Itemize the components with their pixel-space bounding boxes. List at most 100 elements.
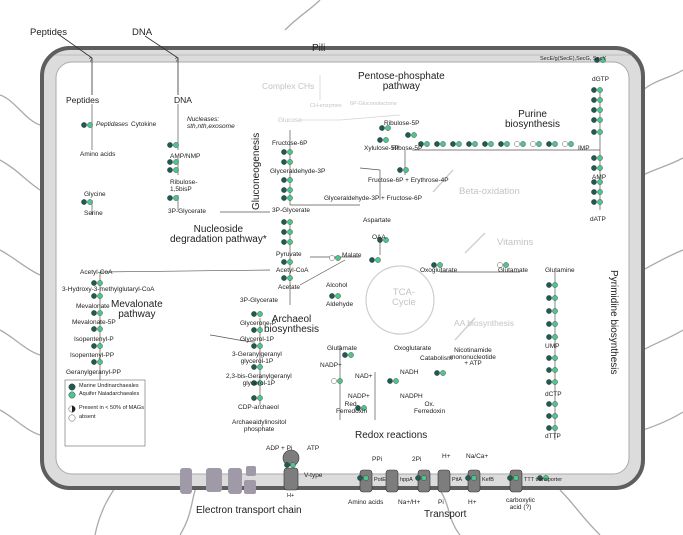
nicotinamide-label: Nicotinamide mononucleotide + ATP xyxy=(450,347,496,367)
g3p-f6p-label: Glyceraldehyde-3P + Fructose-6P xyxy=(324,195,422,202)
f6p-e4p-label: Fructose-6P + Erythrose-4P xyxy=(368,177,449,184)
nad-label-1: NAD+ xyxy=(355,373,373,380)
redox-title: Redox reactions xyxy=(355,430,428,441)
nadph-label: NADPH xyxy=(400,393,423,400)
dttp-label: dTTP xyxy=(545,433,561,440)
peptides-in-label: Peptides xyxy=(66,95,100,105)
malate-label: Malate xyxy=(342,252,362,259)
pita-transporter[interactable]: PitA xyxy=(452,477,463,483)
pi-label: Pi xyxy=(438,499,444,506)
pyrimidine-pathway-title: Pyrimidine biosynthesis xyxy=(608,270,619,375)
oxidized-ferredoxin-label: Ox. Ferredoxin xyxy=(414,401,446,415)
nadp-label-2: NADP+ xyxy=(348,393,370,400)
external-dna: DNA xyxy=(132,27,153,38)
mevalonate-5p-label: Mevalonate-5P xyxy=(72,319,116,326)
legend-present: Present in < 50% of MAGs xyxy=(79,405,144,411)
cdp-archaeol-label: CDP-archaeol xyxy=(238,404,279,411)
glycine-label: Glycine xyxy=(84,191,106,198)
reduced-ferredoxin-label: Red. Ferredoxin xyxy=(336,401,368,415)
transporters xyxy=(359,469,523,493)
unknown-transport-2: ? xyxy=(175,57,179,64)
transport-title: Transport xyxy=(424,509,467,520)
amino-acids-transport-label: Amino acids xyxy=(348,499,384,506)
dctp-label: dCTP xyxy=(545,391,562,398)
etc-complexes xyxy=(180,466,256,494)
amino-acids-label: Amino acids xyxy=(80,151,116,158)
glucose-label: Glucose xyxy=(278,117,302,124)
etc-title: Electron transport chain xyxy=(196,505,302,516)
isopentenyl-pp-label: Isopentenyl-PP xyxy=(70,352,115,359)
amp-nmp-label: AMP/NMP xyxy=(170,153,201,160)
hppa-transporter[interactable]: hppA xyxy=(400,477,413,483)
h-plus-label-1: H+ xyxy=(287,493,295,499)
pili-label: Pili xyxy=(312,43,326,54)
dgtp-label: dGTP xyxy=(592,76,609,83)
mevalonate-pathway-title: Mevalonate pathway xyxy=(111,299,163,320)
atp-label: ATP xyxy=(307,445,320,452)
glutamate-label-1: Glutamate xyxy=(498,267,528,274)
external-peptides: Peptides xyxy=(30,27,67,38)
archaeol-pathway-title: Archaeol biosynthesis xyxy=(264,314,320,335)
complex-ch-label: Complex CHs xyxy=(262,81,315,91)
acetate-label: Acetate xyxy=(278,284,301,291)
alcohol-label: Alcohol xyxy=(326,282,348,289)
aldehyde-label: Aldehyde xyxy=(326,301,354,308)
pote-transporter[interactable]: PotE xyxy=(374,477,386,483)
serine-label: Serine xyxy=(84,210,103,217)
gluconolactone-label: 6P-Gluconolactone xyxy=(350,101,397,107)
acetyl-coa-label: Acetyl-CoA xyxy=(276,267,309,274)
3p-glycerate-label-1: 3P-Glycerate xyxy=(168,208,206,215)
legend-absent: absent xyxy=(79,414,96,420)
carboxylic-acid-label: carboxylic acid (?) xyxy=(506,497,535,511)
glyceraldehyde-3p-label: Glyceraldehyde-3P xyxy=(270,168,326,175)
xylulose-5p-label: Xylulose-5P xyxy=(364,145,399,152)
unknown-transport-1: ? xyxy=(89,57,93,64)
fructose-6p-label: Fructose-6P xyxy=(272,140,308,147)
datp-label: dATP xyxy=(590,216,606,223)
archaeidylinositol-label: Archaeaidylinositol phosphate xyxy=(232,419,287,433)
na-h-label: Na+/H+ xyxy=(398,499,421,506)
mevalonate-label: Mevalonate xyxy=(76,303,110,310)
legend-box xyxy=(64,379,146,447)
2pi-label: 2Pi xyxy=(412,456,422,463)
oxoglutarate-label-1: Oxoglutarate xyxy=(420,267,458,274)
h-plus-label-3: H+ xyxy=(468,499,477,506)
catabolism-label: Catabolism xyxy=(420,355,453,362)
3p-glycerate-label-3: 3P-Glycerate xyxy=(240,297,278,304)
ribulose-5p-label: Ribulose-5P xyxy=(384,120,420,127)
vitamins-label: Vitamins xyxy=(497,237,534,248)
beta-oxidation-label: Beta-oxidation xyxy=(459,186,520,197)
glycerone-p-label: Glycerone-P xyxy=(240,320,277,327)
peptidases-label: Peptidases xyxy=(96,121,129,128)
gene-presence-dots xyxy=(81,57,606,481)
imp-label: IMP xyxy=(578,145,590,152)
glutamine-label: Glutamine xyxy=(545,267,575,274)
kefb-transporter[interactable]: KefB xyxy=(482,477,494,483)
oaa-label: OAA xyxy=(372,234,386,241)
cytoplasm xyxy=(55,61,630,475)
oxoglutarate-label-2: Oxoglutarate xyxy=(394,345,432,352)
ttt-transporter[interactable]: TTT transporter xyxy=(524,477,563,483)
legend-marine: Marine Undinarchaeales xyxy=(79,383,139,389)
cytokine-label: Cytokine xyxy=(131,121,157,128)
dgg1p-label: 2,3-bis-Geranylgeranyl glycerol-1P xyxy=(226,373,292,387)
secretion-system-label: SecE/g(SecE),SecG, SecY xyxy=(540,56,607,62)
isopentenyl-p-label: Isopentenyl-P xyxy=(74,336,114,343)
ggg1p-label: 3-Geranylgeranyl glycerol-1P xyxy=(232,351,282,365)
glutamate-label-2: Glutamate xyxy=(327,345,357,352)
h-plus-label-2: H+ xyxy=(442,453,451,460)
pentose-pathway-title: Pentose-phosphate pathway xyxy=(358,71,445,92)
nadp-label-1: NADP+ xyxy=(320,362,342,369)
nucleoside-pathway-title: Nucleoside degradation pathway* xyxy=(170,224,267,245)
nadh-label: NADH xyxy=(400,369,419,376)
tca-cycle-label: TCA- Cycle xyxy=(392,287,416,308)
hmg-coa-label: 3-Hydroxy-3-methylglutaryl-CoA xyxy=(62,286,155,293)
aa-biosynthesis-label: AA biosynthesis xyxy=(454,318,515,328)
dna-in-label: DNA xyxy=(174,95,192,105)
ribulose-bisp-label: Ribulose- 1,5bisP xyxy=(170,179,198,193)
pyruvate-label: Pyruvate xyxy=(276,251,302,258)
gluconeogenesis-title: Gluconeogenesis xyxy=(251,132,262,210)
aspartate-label: Aspartate xyxy=(363,217,391,224)
amp-label: AMP xyxy=(592,174,607,181)
legend-aquifer: Aquifer Naiadarchaeales xyxy=(79,391,140,397)
